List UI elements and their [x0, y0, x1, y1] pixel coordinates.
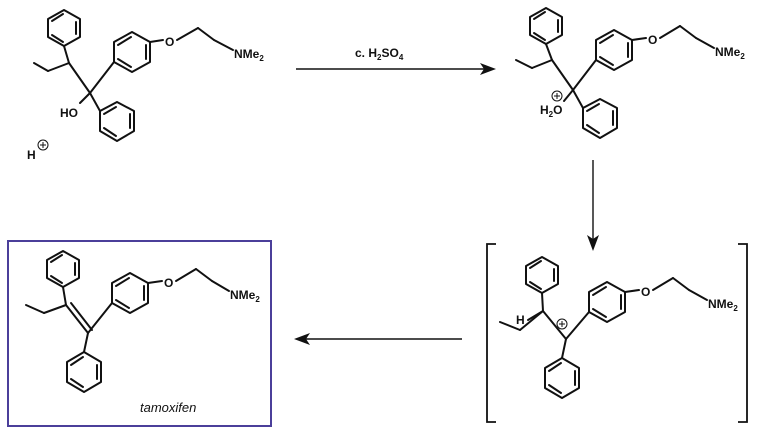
carbocation-intermediate: H O NMe2 [486, 243, 748, 423]
reagent-label: c. H2SO4 [355, 46, 404, 62]
proton: H [27, 139, 49, 162]
phenyl-ring [595, 29, 633, 71]
oxygen-label: O [648, 33, 657, 47]
right-bracket [738, 243, 748, 423]
phenyl-ring [113, 31, 151, 73]
reaction-arrow-3 [294, 333, 462, 345]
phenyl-ring [99, 101, 135, 142]
reaction-arrow-2 [587, 160, 599, 251]
tamoxifen-product: O NMe2 tamoxifen [7, 240, 272, 427]
product-name: tamoxifen [140, 400, 196, 415]
phenyl-ring [544, 357, 580, 399]
reaction-arrow-1: c. H2SO4 [296, 46, 496, 75]
phenyl-ring [66, 351, 102, 393]
hydroxyl-label: HO [60, 106, 78, 120]
hydrogen-label: H [516, 313, 525, 327]
oxygen-label: O [641, 285, 650, 299]
nme2-label: NMe2 [708, 297, 738, 313]
oxygen-label: O [164, 276, 173, 290]
svg-text:H: H [27, 148, 36, 162]
nme2-label: NMe2 [234, 47, 264, 63]
phenyl-ring [111, 272, 149, 314]
starting-alcohol: O NMe2 HO [33, 9, 264, 142]
left-bracket [486, 243, 496, 423]
nme2-label: NMe2 [230, 288, 260, 304]
nme2-label: NMe2 [715, 45, 745, 61]
water-leaving-group-label: H2O [540, 103, 562, 119]
phenyl-ring [588, 281, 626, 323]
oxygen-label: O [165, 35, 174, 49]
phenyl-ring [582, 98, 618, 139]
product-box [7, 240, 272, 427]
oxonium-intermediate: O NMe2 H2O [515, 7, 745, 139]
